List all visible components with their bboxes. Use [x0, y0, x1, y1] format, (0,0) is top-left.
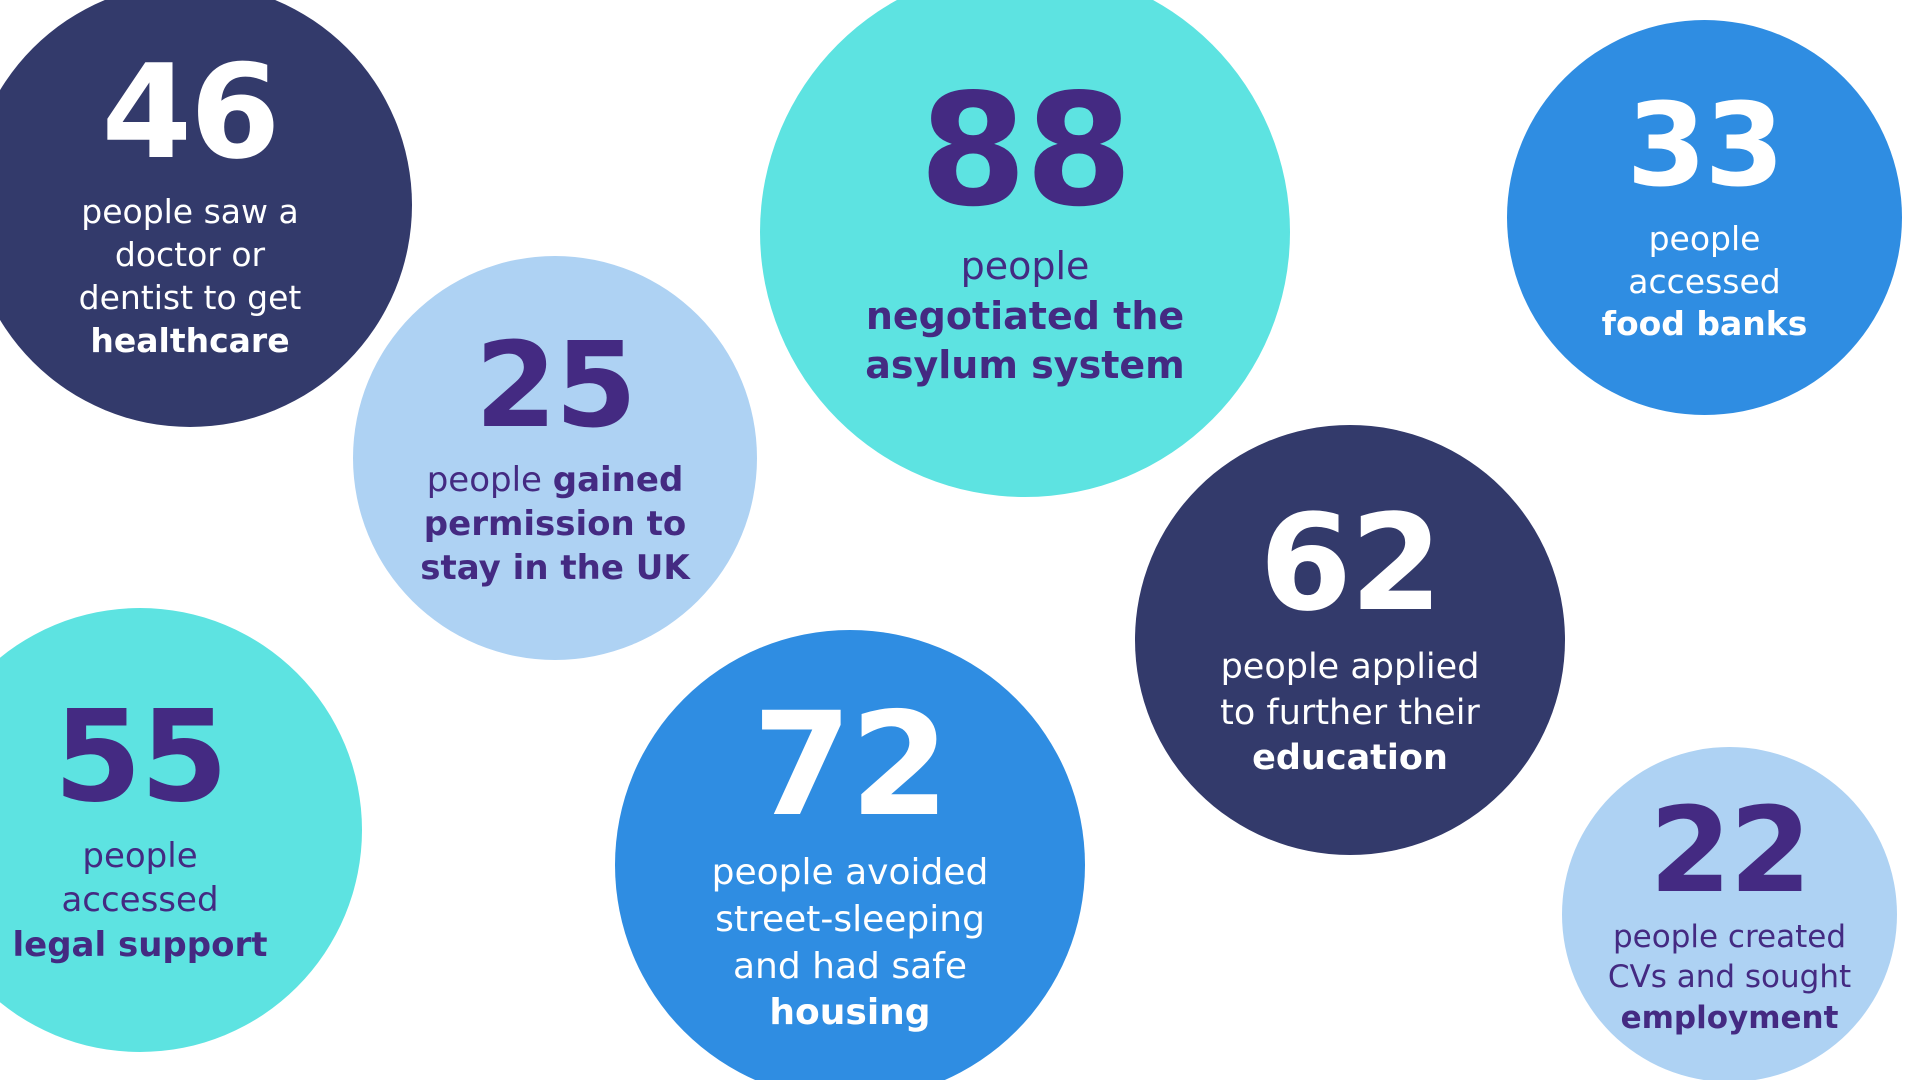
- stat-circle-permission-to-stay: 25 people gained permission to stay in t…: [353, 256, 757, 660]
- stat-label: people applied to further their educatio…: [1220, 645, 1480, 782]
- stat-label: people accessed legal support: [13, 834, 268, 967]
- stat-circle-housing: 72 people avoided street-sleeping and ha…: [615, 630, 1085, 1080]
- stat-label-bold: negotiated the asylum system: [865, 293, 1185, 388]
- stat-label-regular: people applied to further their: [1220, 647, 1480, 733]
- stat-circle-food-banks: 33 people accessed food banks: [1507, 20, 1902, 415]
- stat-label: people negotiated the asylum system: [865, 242, 1184, 390]
- stat-value: 33: [1626, 78, 1784, 213]
- stat-value: 88: [919, 60, 1133, 242]
- stat-label-regular: people: [426, 459, 553, 500]
- stat-label: people created CVs and sought employment: [1608, 917, 1851, 1038]
- stat-label: people saw a doctor or dentist to get he…: [79, 191, 302, 363]
- stat-label-regular: people: [960, 244, 1090, 289]
- stat-circle-legal-support: 55 people accessed legal support: [0, 608, 362, 1052]
- stat-label-bold: gained permission to stay in the UK: [420, 459, 690, 589]
- stat-circle-asylum-system: 88 people negotiated the asylum system: [760, 0, 1290, 497]
- stat-label-bold: legal support: [12, 924, 268, 965]
- stat-circle-employment: 22 people created CVs and sought employm…: [1562, 747, 1897, 1080]
- stat-label-regular: people accessed: [61, 836, 219, 921]
- stat-label-bold: employment: [1620, 999, 1839, 1036]
- stat-value: 72: [752, 680, 950, 848]
- stat-label: people gained permission to stay in the …: [420, 458, 689, 591]
- stat-label-bold: food banks: [1601, 304, 1808, 344]
- stat-value: 46: [101, 36, 281, 189]
- stat-label: people avoided street-sleeping and had s…: [712, 850, 989, 1037]
- stat-circle-education: 62 people applied to further their educa…: [1135, 425, 1565, 855]
- stat-value: 62: [1259, 487, 1442, 642]
- stat-label-bold: housing: [769, 992, 931, 1034]
- stat-label-bold: healthcare: [90, 320, 290, 360]
- stat-label-regular: people created CVs and sought: [1607, 919, 1852, 996]
- stat-label: people accessed food banks: [1602, 218, 1808, 347]
- stat-value: 55: [53, 682, 229, 831]
- stat-label-regular: people saw a doctor or dentist to get: [78, 192, 302, 317]
- stat-value: 25: [474, 315, 637, 454]
- stat-value: 22: [1649, 781, 1811, 920]
- stat-label-bold: education: [1252, 738, 1448, 779]
- stat-label-regular: people avoided street-sleeping and had s…: [711, 851, 989, 987]
- stat-circle-healthcare: 46 people saw a doctor or dentist to get…: [0, 0, 412, 427]
- stat-label-regular: people accessed: [1628, 218, 1781, 301]
